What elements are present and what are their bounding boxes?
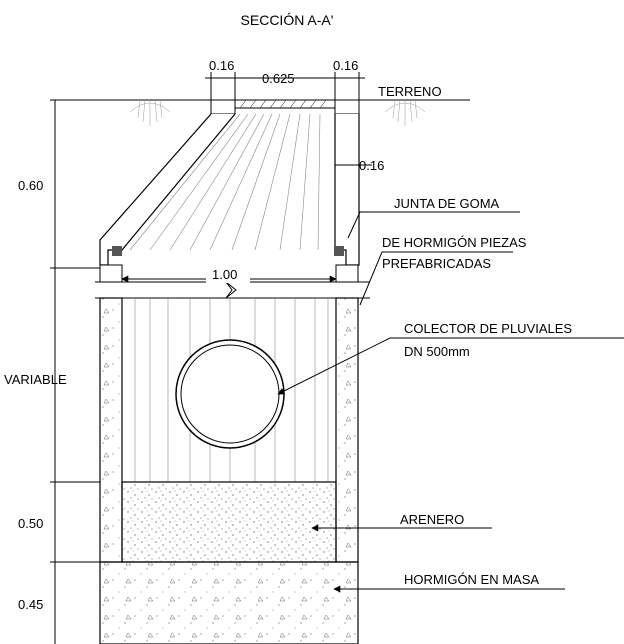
collector-label-line1: COLECTOR DE PLUVIALES [404, 321, 572, 336]
cover-frame-left [210, 99, 236, 115]
soil-hatch-right [384, 99, 426, 126]
ground-label: TERRENO [378, 84, 442, 99]
dim-height-sand: 0.50 [18, 516, 43, 531]
rubber-joint-right [334, 246, 344, 256]
collector-leader [277, 337, 624, 395]
dim-opening: 0.625 [262, 71, 295, 86]
dim-wall-left: 0.16 [209, 58, 234, 73]
shaft-wall-left [99, 297, 123, 563]
left-vertical-dimension [50, 99, 100, 644]
dim-inner-width-bg [206, 265, 250, 283]
mass-concrete-base [99, 561, 359, 644]
cone-wall-right [334, 114, 360, 266]
dim-wall-side: 0.16 [359, 158, 384, 173]
dim-height-cone: 0.60 [18, 178, 43, 193]
mass-concrete-label: HORMIGÓN EN MASA [404, 572, 539, 587]
top-dimension [205, 72, 365, 100]
cone-wall-left [99, 113, 236, 266]
precast-leader [359, 251, 513, 306]
break-symbol [225, 281, 237, 299]
shaft-wall-right-top [335, 264, 359, 283]
dim-height-base: 0.45 [18, 597, 43, 612]
manhole-cover [234, 99, 336, 109]
dim-wall-right: 0.16 [333, 58, 358, 73]
soil-hatch-left [129, 99, 171, 126]
precast-label-line2: PREFABRICADAS [382, 256, 491, 271]
manhole-cover-hatch [239, 99, 327, 109]
rubber-joint-left [112, 246, 122, 256]
sand-trap-label: ARENERO [400, 512, 464, 527]
cover-frame-right [334, 99, 360, 115]
rubber-joint-label: JUNTA DE GOMA [394, 196, 500, 211]
rubber-joint-leader [347, 211, 520, 239]
precast-label-line1: DE HORMIGÓN PIEZAS [382, 235, 527, 250]
collector-pipe-outer [175, 339, 285, 449]
dim-height-variable: VARIABLE [4, 372, 67, 387]
collector-label-line2: DN 500mm [404, 344, 470, 359]
section-title: SECCIÓN A-A' [241, 12, 334, 28]
cone-interior-lines [129, 113, 321, 251]
shaft-wall-right [335, 297, 359, 563]
dim-inner-width: 1.00 [212, 267, 237, 282]
sand-trap-fill [121, 481, 337, 563]
shaft-wall-left-top [99, 264, 123, 283]
